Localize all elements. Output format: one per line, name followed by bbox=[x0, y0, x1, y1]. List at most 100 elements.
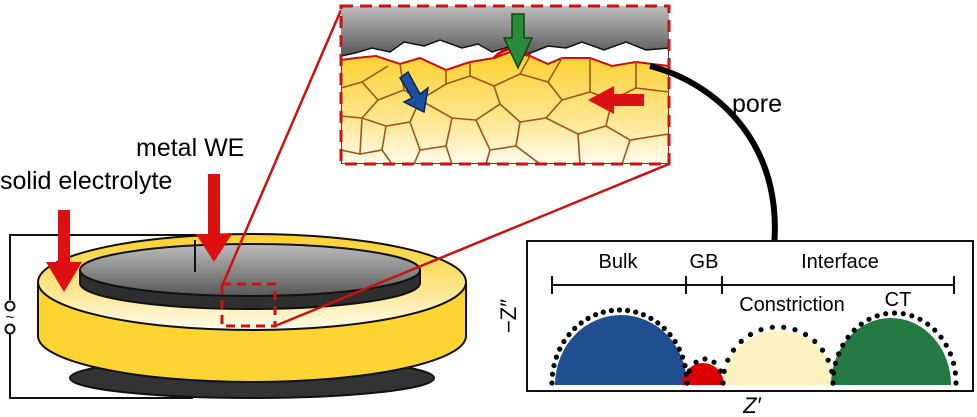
metal-we-label: metal WE bbox=[136, 134, 244, 162]
ac-source: ~ bbox=[4, 300, 16, 335]
zoom-inset bbox=[339, 4, 671, 166]
spectrum-dot bbox=[938, 334, 944, 340]
spectrum-dot bbox=[738, 338, 744, 344]
spectrum-dot bbox=[725, 357, 731, 363]
spectrum-dot bbox=[900, 311, 906, 317]
spectrum-dot bbox=[549, 371, 556, 377]
ct-arc bbox=[831, 318, 951, 385]
gb-arc bbox=[682, 363, 724, 385]
spectrum-dot bbox=[917, 316, 923, 322]
spectrum-dot bbox=[840, 342, 846, 348]
spectrum-dot bbox=[585, 315, 591, 321]
spectrum-dot bbox=[909, 313, 915, 319]
spectrum-dot bbox=[561, 338, 567, 345]
spectrum-dot bbox=[684, 380, 690, 386]
green-arrow bbox=[502, 13, 534, 70]
spectrum-dot bbox=[925, 321, 931, 327]
spectrum-dot bbox=[950, 360, 957, 366]
top-electrode bbox=[79, 243, 421, 297]
spectrum-dot bbox=[593, 312, 599, 318]
spectrum-dot bbox=[953, 380, 959, 386]
spectrum-dot bbox=[858, 321, 864, 327]
pore-label: pore bbox=[732, 90, 782, 118]
blue-arrow bbox=[399, 70, 430, 114]
spectrum-dot bbox=[721, 368, 727, 374]
spectrum-dot bbox=[625, 307, 631, 314]
solid-electrolyte-label: solid electrolyte bbox=[0, 167, 172, 195]
spectrum-dot bbox=[682, 362, 688, 369]
spectrum-dot bbox=[832, 360, 839, 366]
spectrum-dot bbox=[730, 347, 737, 353]
magnifier-lines bbox=[220, 9, 670, 328]
spectrum-dot bbox=[720, 380, 726, 386]
spectrum-dot bbox=[845, 334, 851, 340]
spectrum-dot bbox=[932, 327, 938, 333]
spectrum-dot bbox=[825, 357, 831, 363]
spectrum-dot bbox=[769, 324, 775, 330]
spectrum-dot bbox=[557, 346, 563, 352]
region-scale bbox=[551, 276, 955, 294]
sub-region-ct: CT bbox=[885, 289, 912, 311]
spectrum-dot bbox=[553, 354, 560, 360]
spectrum-dot bbox=[693, 359, 699, 365]
spectrum-dot bbox=[600, 309, 606, 315]
red-arrow-inset bbox=[588, 86, 644, 114]
spectrum-dot bbox=[819, 347, 826, 353]
spectrum-dot bbox=[661, 325, 667, 331]
grain-boundaries bbox=[341, 55, 669, 164]
region-interface: Interface bbox=[801, 251, 879, 273]
spectrum-dot bbox=[831, 370, 837, 376]
spectrum-dot bbox=[640, 312, 647, 318]
solid-electrolyte-arrow bbox=[46, 210, 82, 292]
region-gb: GB bbox=[690, 251, 719, 273]
spectrum-dot bbox=[792, 327, 798, 333]
inset-arrows bbox=[399, 13, 644, 114]
spectrum-dot bbox=[836, 351, 842, 357]
spectrum-dot bbox=[802, 331, 809, 338]
spectrum-dot bbox=[781, 324, 787, 330]
spectrum-dot bbox=[578, 320, 584, 326]
impedance-plot: Bulk GB Interface Constriction CT −Z″ Z′ bbox=[496, 240, 974, 417]
spectrum-dots bbox=[549, 307, 959, 386]
spectrum-dot bbox=[672, 338, 678, 345]
spectrum-dot bbox=[566, 332, 572, 338]
zoom-region-marker bbox=[220, 282, 277, 328]
zoom-frame bbox=[339, 4, 671, 166]
spectrum-dot bbox=[812, 338, 818, 344]
spectrum-dot bbox=[667, 332, 673, 338]
spectrum-dot bbox=[648, 315, 654, 321]
spectrum-dot bbox=[676, 346, 682, 352]
spectrum-dot bbox=[633, 309, 639, 315]
spectrum-dot bbox=[891, 310, 898, 316]
constriction-arc bbox=[723, 331, 835, 385]
spectrum-dot bbox=[874, 313, 880, 319]
spectrum-dot bbox=[952, 370, 959, 376]
x-axis-label: Z′ bbox=[742, 393, 761, 417]
spectrum-dot bbox=[616, 307, 623, 313]
y-axis-label: −Z″ bbox=[496, 299, 521, 333]
cell bbox=[37, 233, 467, 399]
region-bulk: Bulk bbox=[599, 251, 639, 273]
pore-arrow bbox=[649, 63, 790, 277]
sub-region-constriction: Constriction bbox=[739, 294, 845, 316]
spectrum-dot bbox=[549, 380, 555, 386]
spectrum-dot bbox=[851, 327, 857, 333]
spectrum-dot bbox=[608, 307, 615, 314]
spectrum-dot bbox=[686, 368, 693, 374]
spectrum-dot bbox=[758, 327, 764, 333]
spectrum-dot bbox=[711, 359, 717, 365]
spectrum-dot bbox=[830, 380, 836, 386]
spectrum-dot bbox=[943, 342, 949, 348]
spectrum-dot bbox=[883, 311, 889, 317]
bulk-arc bbox=[555, 315, 687, 385]
spectrum-dot bbox=[572, 325, 578, 331]
ac-source-symbol: ~ bbox=[6, 309, 15, 326]
spectrum-dot bbox=[702, 356, 708, 362]
metal-we-arrow bbox=[196, 174, 232, 262]
spectrum-dot bbox=[680, 354, 686, 360]
spectrum-dot bbox=[947, 351, 954, 357]
spectrum-dot bbox=[866, 316, 872, 322]
spectrum-dot bbox=[747, 331, 754, 338]
spectrum-dot bbox=[551, 362, 557, 369]
